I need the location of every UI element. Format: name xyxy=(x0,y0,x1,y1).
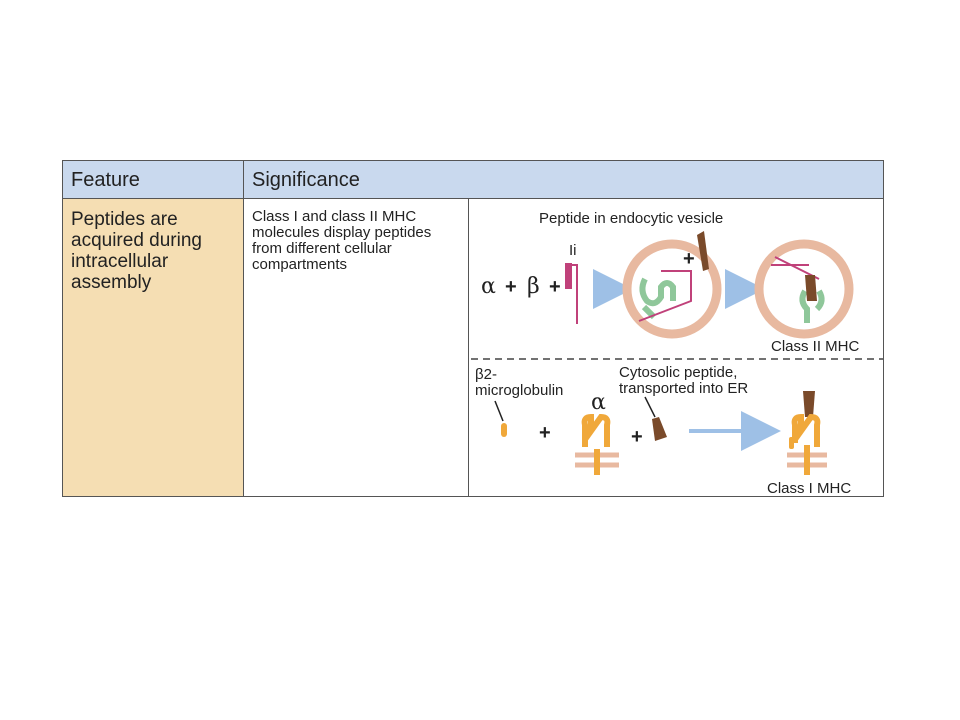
cytosolic-peptide-line1: Cytosolic peptide, xyxy=(619,364,737,381)
plus-sign-2: + xyxy=(549,276,561,298)
header-feature-cell: Feature xyxy=(63,161,244,199)
significance-text-cell: Class I and class II MHC molecules displ… xyxy=(244,199,469,496)
b2m-pointer xyxy=(494,400,504,422)
plus-sign-3: + xyxy=(539,422,551,444)
cytosolic-peptide-shape xyxy=(652,417,667,441)
feature-text: Peptides are acquired during intracellul… xyxy=(71,209,202,293)
class-ii-mhc-label: Class II MHC xyxy=(771,338,860,355)
header-feature-label: Feature xyxy=(71,169,140,191)
b2m-shape xyxy=(501,423,507,437)
header-significance-cell: Significance xyxy=(244,161,883,199)
feature-cell: Peptides are acquired during intracellul… xyxy=(63,199,244,496)
mhc-assembly-diagram: Peptide in endocytic vesicle α + β + Ii … xyxy=(471,210,883,496)
plus-sign-4: + xyxy=(631,426,643,448)
header-significance-label: Significance xyxy=(252,169,360,191)
endocytic-vesicle-2 xyxy=(754,239,854,339)
endocytic-vesicle-1: + xyxy=(622,231,722,339)
vesicle-peptide-label: Peptide in endocytic vesicle xyxy=(539,210,723,227)
alpha-chain-shape xyxy=(575,413,619,475)
alpha-chain-label: α xyxy=(591,390,606,415)
diagram-cell: Peptide in endocytic vesicle α + β + Ii … xyxy=(469,199,883,496)
b2m-label-line1: β2- xyxy=(475,366,497,383)
plus-sign-vesicle: + xyxy=(683,248,695,270)
plus-sign-1: + xyxy=(505,276,517,298)
alpha-symbol: α xyxy=(481,274,496,299)
class-i-mhc-label: Class I MHC xyxy=(767,480,851,496)
peptide-pointer xyxy=(644,396,656,418)
b2m-label-line2: microglobulin xyxy=(475,382,563,399)
invariant-chain-label: Ii xyxy=(569,242,577,259)
cytosolic-peptide-line2: transported into ER xyxy=(619,380,748,397)
table: Feature Significance Peptides are acquir… xyxy=(62,160,884,497)
significance-text: Class I and class II MHC molecules displ… xyxy=(252,208,432,273)
beta-symbol: β xyxy=(527,274,540,299)
class-i-mhc-shape xyxy=(787,391,827,475)
invariant-chain-shape xyxy=(565,263,578,324)
